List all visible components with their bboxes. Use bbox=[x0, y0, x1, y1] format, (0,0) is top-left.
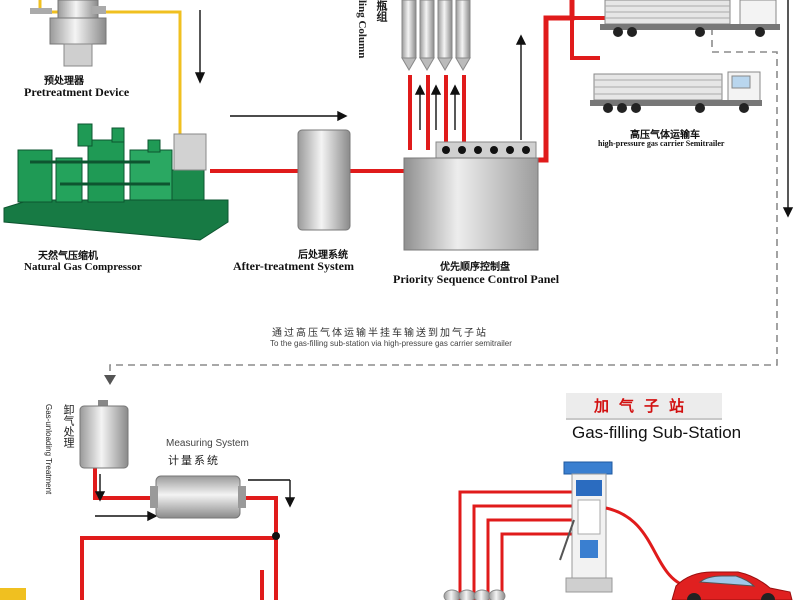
aftertreatment-label-en: After-treatment System bbox=[233, 259, 354, 273]
unloading-label-zh: 卸气处理 bbox=[62, 404, 75, 448]
unloading-vessel bbox=[79, 400, 129, 469]
unloading-label-en: Gas-unloading Treatment bbox=[44, 404, 53, 495]
pretreatment-device bbox=[30, 0, 107, 67]
pretreatment-label-en: Pretreatment Device bbox=[24, 85, 130, 99]
yellow-feed-pipe bbox=[38, 0, 182, 150]
compressor-label-zh: 天然气压缩机 bbox=[38, 251, 98, 262]
substation-pipes bbox=[458, 490, 590, 600]
dashed-transfer-route bbox=[109, 28, 778, 378]
truck-2 bbox=[590, 71, 762, 113]
storage-column bbox=[401, 0, 471, 71]
column-label-en: ling Column bbox=[356, 0, 368, 59]
substation-title-banner: 加气子站 bbox=[566, 393, 722, 420]
fuel-hose bbox=[605, 506, 693, 590]
control-panel-label-zh: 优先顺序控制盘 bbox=[440, 262, 510, 273]
pipe-measuring-out bbox=[238, 496, 278, 534]
gas-dispenser bbox=[559, 461, 613, 593]
carrier-label-en: high-pressure gas carrier Semitrailer bbox=[598, 139, 725, 148]
control-panel bbox=[403, 141, 539, 251]
substation-title-zh: 加气子站 bbox=[593, 397, 694, 415]
aftertreatment-label-zh: 后处理系统 bbox=[298, 250, 348, 261]
measuring-label-en: Measuring System bbox=[166, 438, 249, 449]
compressor-machine bbox=[3, 123, 229, 241]
bottom-arrows bbox=[94, 474, 296, 522]
pipe-main-bottom bbox=[80, 536, 276, 600]
dashed-route-arrow bbox=[104, 375, 116, 385]
carrier-label-zh: 高压气体运输车 bbox=[630, 130, 700, 141]
measuring-label-zh: 计量系统 bbox=[168, 454, 220, 467]
control-panel-label-en: Priority Sequence Control Panel bbox=[393, 272, 560, 286]
pretreatment-label-zh: 预处理器 bbox=[44, 76, 84, 87]
measuring-device bbox=[150, 475, 246, 519]
substation-cylinders bbox=[443, 589, 506, 600]
aftertreatment-vessel bbox=[297, 129, 351, 231]
car-icon bbox=[671, 571, 793, 600]
flow-arrows bbox=[194, 0, 794, 218]
pipe-to-truck-2 bbox=[570, 18, 600, 60]
top-pipes bbox=[38, 0, 605, 173]
pipe-junction bbox=[272, 532, 280, 540]
truck-1 bbox=[600, 0, 780, 37]
substation-title-en: Gas-filling Sub-Station bbox=[572, 423, 742, 442]
column-label-zh: 瓶组 bbox=[375, 0, 388, 22]
pipe-unloading-to-measuring bbox=[93, 466, 158, 500]
transfer-label-zh: 通过高压气体运输半挂车输送到加气子站 bbox=[272, 328, 488, 339]
compressor-label-en: Natural Gas Compressor bbox=[24, 261, 142, 273]
pipe-panel-to-trucks bbox=[536, 0, 575, 163]
transfer-label-en: To the gas-filling sub-station via high-… bbox=[270, 339, 512, 348]
bottom-pipes bbox=[0, 466, 278, 600]
